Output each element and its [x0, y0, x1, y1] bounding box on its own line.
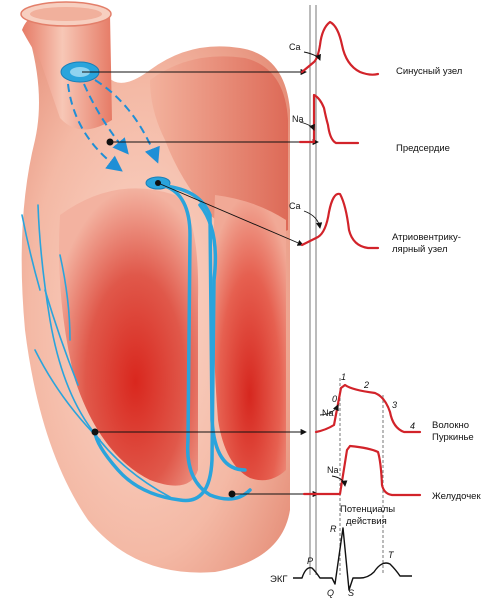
phase-label-0: 0: [332, 394, 337, 404]
ion-label-av: Ca: [289, 201, 301, 211]
phase-label-3: 3: [392, 400, 397, 410]
ecg-r-label: R: [330, 524, 337, 534]
purkinje-fiber-main: [37, 204, 171, 498]
label-av-node-line2: лярный узел: [392, 244, 448, 255]
impulse-arrow-2: [83, 83, 129, 155]
right-ventricle-cavity: [213, 195, 286, 481]
leader-av: [157, 182, 304, 246]
ecg-p-label: P: [307, 556, 313, 566]
ion-label-purkinje: Na: [322, 408, 334, 418]
ecg-q-label: Q: [327, 588, 334, 598]
ap-wave-ventricle: [302, 444, 422, 497]
ap-wave-purkinje: [314, 383, 422, 434]
conduction-system: [21, 61, 252, 503]
phase-label-2: 2: [363, 380, 369, 390]
ap-wave-atrium: [298, 93, 360, 145]
label-purkinje-line1: Волокно: [432, 420, 469, 431]
label-ventricle: Желудочек: [432, 491, 481, 502]
heart: [20, 1, 291, 573]
ion-arrow-atrium: [299, 121, 315, 131]
purkinje-fiber-branch-2: [44, 289, 79, 386]
ecg-t-label: T: [388, 550, 395, 560]
label-action-potentials-line1: Потенциалы: [340, 504, 395, 515]
ion-label-ventricle: Na: [327, 465, 339, 475]
label-atrium: Предсердие: [396, 143, 450, 154]
phase-label-1: 1: [341, 372, 346, 382]
ecg-s-label: S: [348, 588, 354, 598]
ion-arrow-purkinje: [319, 404, 339, 416]
ecg-trace: ЭКГ P Q R S T: [270, 524, 412, 598]
purkinje-fiber-branch-1: [21, 214, 41, 291]
ion-arrow-ventricle: [331, 475, 348, 487]
label-purkinje-line2: Пуркинье: [432, 432, 474, 443]
ap-wave-av: [300, 192, 380, 250]
label-sinus-node: Синусный узел: [396, 66, 462, 77]
phase-label-4: 4: [410, 421, 415, 431]
bundle-left-branch: [163, 184, 252, 501]
ion-arrow-sinus: [303, 51, 321, 61]
ion-arrow-av: [303, 210, 323, 229]
ecg-line: [293, 527, 412, 591]
label-av-node-line1: Атриовентрику-: [392, 232, 461, 243]
purkinje-fiber-branch-4: [59, 254, 71, 341]
ion-label-atrium: Na: [292, 114, 304, 124]
bundle-outer-loop: [93, 203, 218, 503]
ap-wave-sinus: [300, 20, 380, 76]
label-action-potentials-line2: действия: [346, 516, 387, 527]
right-atrium: [150, 56, 288, 238]
left-ventricle-cavity: [59, 188, 199, 486]
ecg-label: ЭКГ: [270, 574, 288, 585]
ion-label-sinus: Ca: [289, 42, 301, 52]
